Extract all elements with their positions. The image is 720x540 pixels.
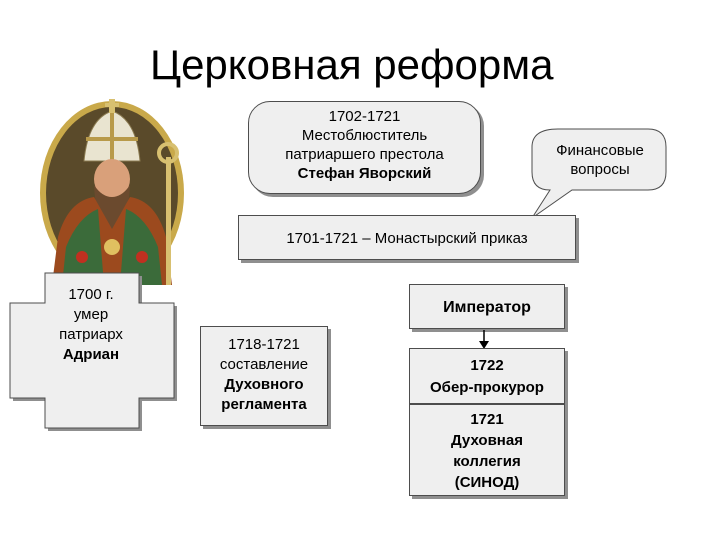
synod-line1: Духовная [451,432,523,449]
reglament-line4: регламента [221,396,307,413]
adrian-text: 1700 г. умер патриарх Адриан [42,285,140,365]
stefan-yavorsky-box: 1702-1721 Местоблюститель патриаршего пр… [248,101,481,194]
synod-line2: коллегия [453,453,521,470]
synod-box: 1721 Духовная коллегия (СИНОД) [409,404,565,496]
adrian-line2: умер [73,306,109,323]
stefan-role-line1: Местоблюститель [301,127,428,144]
finance-line2: вопросы [570,161,630,178]
emperor-box: Император [409,284,565,329]
stefan-role-line2: патриаршего престола [285,146,444,163]
synod-line3: (СИНОД) [454,474,520,491]
synod-year: 1721 [470,411,504,428]
finance-line1: Финансовые [556,142,644,159]
ober-procurator-box: 1722 Обер-прокурор [409,348,565,404]
adrian-name: Адриан [62,346,120,363]
reglament-line1: 1718-1721 [228,336,300,353]
monastery-prikaz-box: 1701-1721 – Монастырский приказ [238,215,576,260]
page-title: Церковная реформа [150,41,554,88]
reglament-line3: Духовного [224,376,304,393]
adrian-line3: патриарх [59,326,123,343]
stefan-name: Стефан Яворский [297,165,432,182]
stefan-years: 1702-1721 [328,108,401,125]
adrian-line1: 1700 г. [68,286,114,303]
ober-label: Обер-прокурор [430,379,544,396]
finance-callout-text: Финансовые вопросы [540,141,660,179]
portrait-image [38,97,186,285]
spiritual-reglament-box: 1718-1721 составление Духовного регламен… [200,326,328,426]
reglament-line2: составление [219,356,309,373]
ober-year: 1722 [470,357,504,374]
